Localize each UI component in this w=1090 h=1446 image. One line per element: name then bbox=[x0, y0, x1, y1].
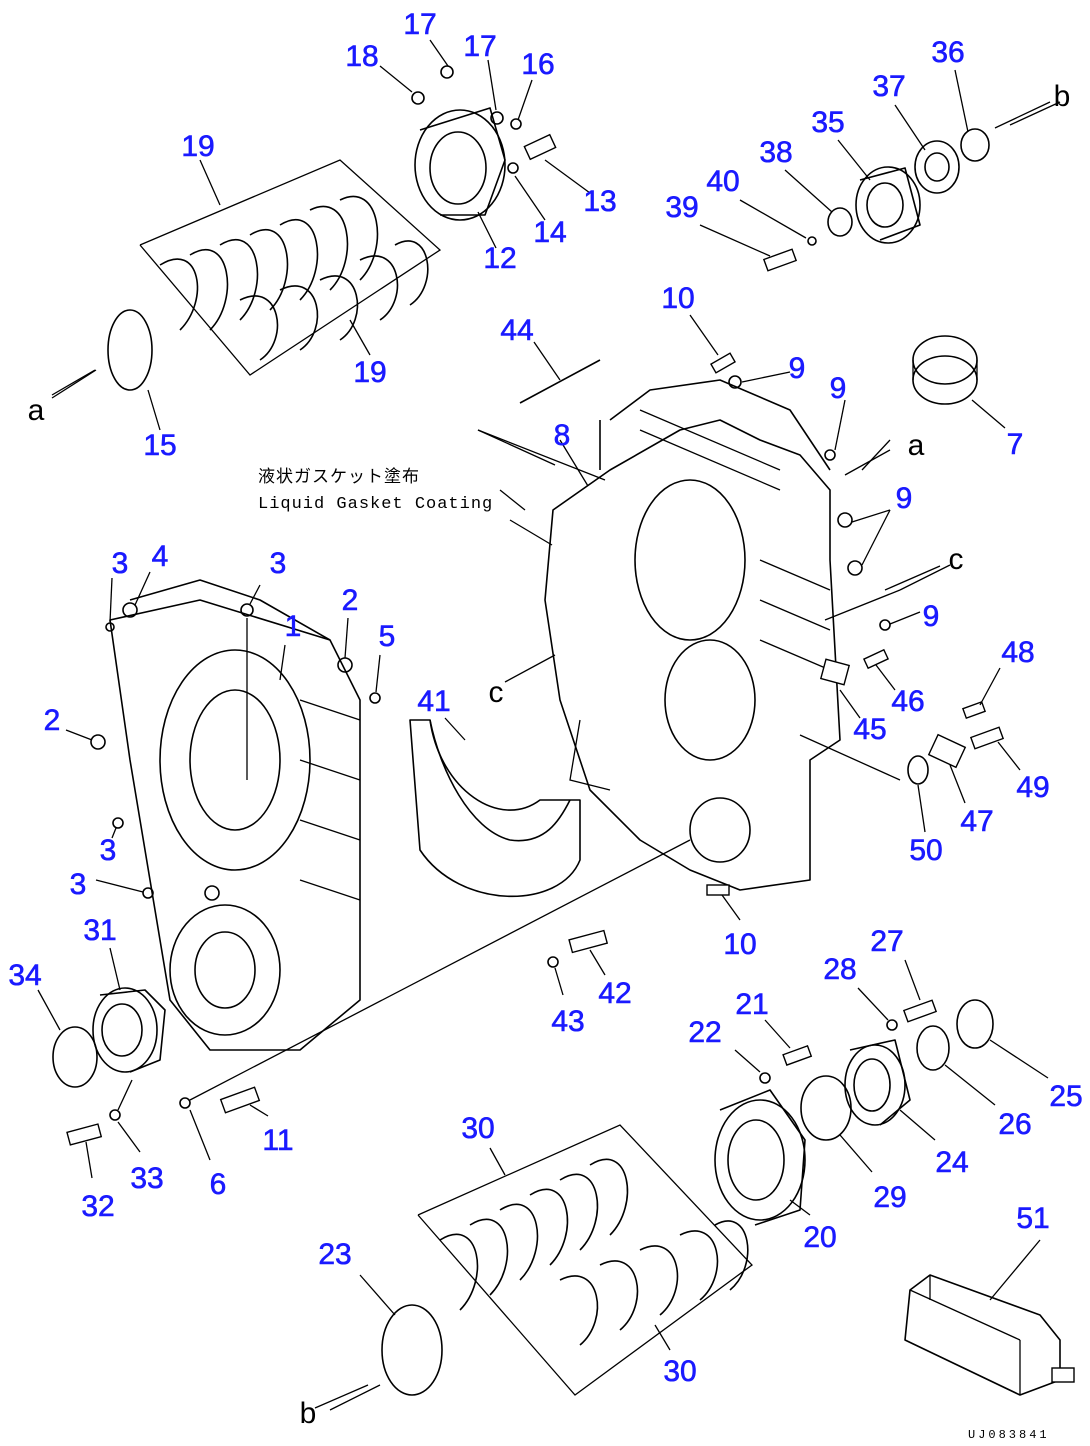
callout-c25: 25 bbox=[1049, 1080, 1082, 1113]
callout-c50: 50 bbox=[909, 834, 942, 867]
callout-c14: 14 bbox=[533, 216, 566, 249]
seal-ring-7 bbox=[912, 335, 1006, 429]
gasket-note-jp: 液状ガスケット塗布 bbox=[258, 466, 420, 488]
callout-c2b: 2 bbox=[44, 704, 61, 737]
callout-c3a: 3 bbox=[112, 547, 129, 580]
callout-c36: 36 bbox=[931, 36, 964, 69]
clutch-plates-30 bbox=[417, 1124, 753, 1396]
callout-c35: 35 bbox=[811, 106, 844, 139]
ref-letter-rc1: c bbox=[949, 543, 964, 576]
callout-c43: 43 bbox=[551, 1005, 584, 1038]
callout-c11: 11 bbox=[262, 1124, 293, 1157]
callout-c8: 8 bbox=[554, 419, 571, 452]
callout-c41: 41 bbox=[417, 685, 450, 718]
callout-c6: 6 bbox=[210, 1168, 227, 1201]
callout-c30b: 30 bbox=[663, 1355, 696, 1388]
rear-housing-8 bbox=[544, 379, 841, 891]
callout-c34: 34 bbox=[8, 959, 41, 992]
bearing-group bbox=[699, 69, 1051, 272]
ref-letter-rc2: c bbox=[489, 676, 504, 709]
callout-c13: 13 bbox=[583, 185, 616, 218]
callout-c16: 16 bbox=[521, 48, 554, 81]
callout-c47: 47 bbox=[960, 805, 993, 838]
callout-c1: 1 bbox=[285, 610, 302, 643]
front-housing-1 bbox=[109, 579, 361, 1051]
gasket-note-en: Liquid Gasket Coating bbox=[258, 495, 493, 514]
callout-c17a: 17 bbox=[403, 8, 436, 41]
callout-c37: 37 bbox=[872, 70, 905, 103]
callout-c26: 26 bbox=[998, 1108, 1031, 1141]
ref-letter-rb1: b bbox=[1054, 80, 1071, 113]
retainer-20 bbox=[714, 1089, 806, 1226]
ref-letter-ra1: a bbox=[28, 394, 45, 427]
ref-letter-ra2: a bbox=[908, 429, 925, 462]
callout-c3d: 3 bbox=[70, 868, 87, 901]
o-ring-34 bbox=[52, 1026, 98, 1088]
callout-c10a: 10 bbox=[661, 282, 694, 315]
o-ring-15 bbox=[107, 309, 153, 391]
tool-51 bbox=[904, 1239, 1075, 1396]
callout-c32: 32 bbox=[81, 1190, 114, 1223]
callout-c42: 42 bbox=[598, 977, 631, 1010]
ref-letter-rb2: b bbox=[300, 1397, 317, 1430]
callout-c15: 15 bbox=[143, 429, 176, 462]
callout-c19b: 19 bbox=[353, 356, 386, 389]
callout-c18: 18 bbox=[345, 40, 378, 73]
line-art bbox=[37, 39, 1075, 1411]
callout-c38: 38 bbox=[759, 136, 792, 169]
callout-c19a: 19 bbox=[181, 130, 214, 163]
retainer-12 bbox=[414, 107, 506, 221]
callout-c3c: 3 bbox=[100, 834, 117, 867]
o-ring-23 bbox=[381, 1304, 443, 1396]
washer-14 bbox=[507, 162, 519, 174]
callout-c45: 45 bbox=[853, 713, 886, 746]
clutch-plates-19 bbox=[139, 159, 442, 376]
callout-c49: 49 bbox=[1016, 771, 1049, 804]
callout-c10b: 10 bbox=[723, 928, 756, 961]
callout-c17b: 17 bbox=[463, 30, 496, 63]
callout-c2a: 2 bbox=[342, 584, 359, 617]
callout-c3b: 3 bbox=[270, 547, 287, 580]
callout-c46: 46 bbox=[891, 685, 924, 718]
cover-41 bbox=[409, 717, 581, 898]
callout-c39: 39 bbox=[665, 191, 698, 224]
cover-31 bbox=[92, 947, 166, 1073]
callout-c24: 24 bbox=[935, 1146, 968, 1179]
callout-c22: 22 bbox=[688, 1016, 721, 1049]
callout-c27: 27 bbox=[870, 925, 903, 958]
callout-c30a: 30 bbox=[461, 1112, 494, 1145]
callout-c9d: 9 bbox=[923, 600, 940, 633]
callout-c29: 29 bbox=[873, 1181, 906, 1214]
callout-c23: 23 bbox=[318, 1238, 351, 1271]
callout-c48: 48 bbox=[1001, 636, 1034, 669]
callout-c40: 40 bbox=[706, 165, 739, 198]
callout-c20: 20 bbox=[803, 1221, 836, 1254]
drawing-code: UJ083841 bbox=[968, 1428, 1050, 1442]
callout-c5: 5 bbox=[379, 620, 396, 653]
callout-c31: 31 bbox=[83, 914, 116, 947]
callout-c7: 7 bbox=[1007, 428, 1024, 461]
callout-c9a: 9 bbox=[789, 352, 806, 385]
callout-c9b: 9 bbox=[830, 372, 847, 405]
callout-c44: 44 bbox=[500, 314, 533, 347]
callout-c28: 28 bbox=[823, 953, 856, 986]
callout-c33: 33 bbox=[130, 1162, 163, 1195]
reference-letters: a a b b c c bbox=[28, 80, 1071, 1430]
callout-c21: 21 bbox=[735, 988, 768, 1021]
bolt-13 bbox=[523, 133, 557, 161]
dowel-pin-44 bbox=[519, 359, 601, 404]
callout-c9c: 9 bbox=[896, 482, 913, 515]
callout-c12: 12 bbox=[483, 242, 516, 275]
callout-c4: 4 bbox=[152, 540, 169, 573]
callout-c51: 51 bbox=[1016, 1202, 1049, 1235]
